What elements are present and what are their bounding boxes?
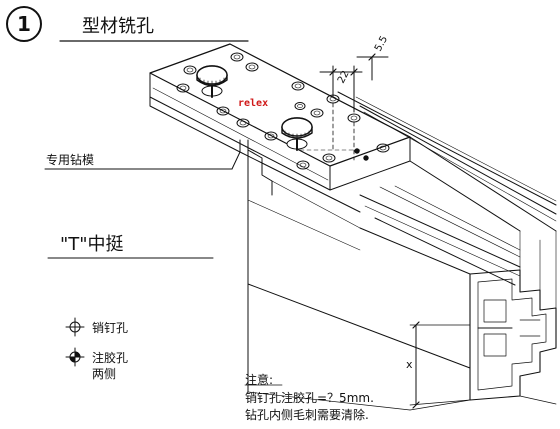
jig-side-face	[329, 136, 411, 191]
dim-55-label: 5.5	[373, 34, 390, 53]
jig-lip-end	[239, 139, 263, 164]
notes-heading: 注意:	[245, 372, 273, 387]
jig-leader-tip	[231, 151, 241, 170]
profile-flange-edge	[261, 162, 361, 213]
legend-pin-label: 销钉孔	[92, 321, 128, 335]
dimension-lines	[319, 53, 389, 113]
profile-cross-section	[469, 269, 557, 401]
notes-line-1: 销钉孔注胶孔=？5mm.	[245, 390, 374, 405]
hinge-label: "T"中挺	[60, 234, 124, 255]
profile-channel-2	[374, 217, 516, 286]
clamp-knob-2	[281, 117, 313, 151]
brand-text: relex	[238, 98, 268, 109]
step-number: 1	[17, 12, 31, 36]
dimension-x	[409, 321, 471, 409]
legend-glue-label: 注胶孔	[92, 350, 128, 365]
page-title: 型材铣孔	[82, 16, 154, 37]
jig-lip	[149, 96, 241, 153]
legend-glue-symbol	[65, 347, 85, 367]
t-profile	[247, 91, 557, 411]
dim-x-label: x	[406, 358, 413, 371]
step-number-badge	[6, 6, 42, 42]
profile-edge-1	[337, 91, 557, 206]
clamp-knob-1	[196, 65, 228, 98]
profile-flange-left	[247, 139, 273, 196]
notes-line-2: 钻孔内侧毛刺需要清除.	[245, 407, 369, 422]
profile-edge-3	[409, 136, 557, 232]
profile-channel-1	[359, 194, 521, 268]
profile-front-face	[247, 149, 471, 369]
jig-label: 专用钻模	[46, 152, 94, 167]
drill-jig	[149, 43, 411, 191]
profile-edge-2	[359, 105, 557, 215]
legend-glue-sides: 两侧	[92, 367, 116, 381]
drill-point-2	[363, 155, 369, 161]
profile-front-top	[359, 227, 471, 275]
profile-edge-4	[409, 160, 521, 232]
drill-point-1	[354, 148, 360, 154]
step-circle	[6, 6, 42, 42]
jig-holes	[176, 52, 390, 170]
dim-22-label: 22	[336, 69, 352, 85]
jig-ledge	[152, 87, 329, 181]
legend-pin-symbol	[65, 317, 85, 337]
